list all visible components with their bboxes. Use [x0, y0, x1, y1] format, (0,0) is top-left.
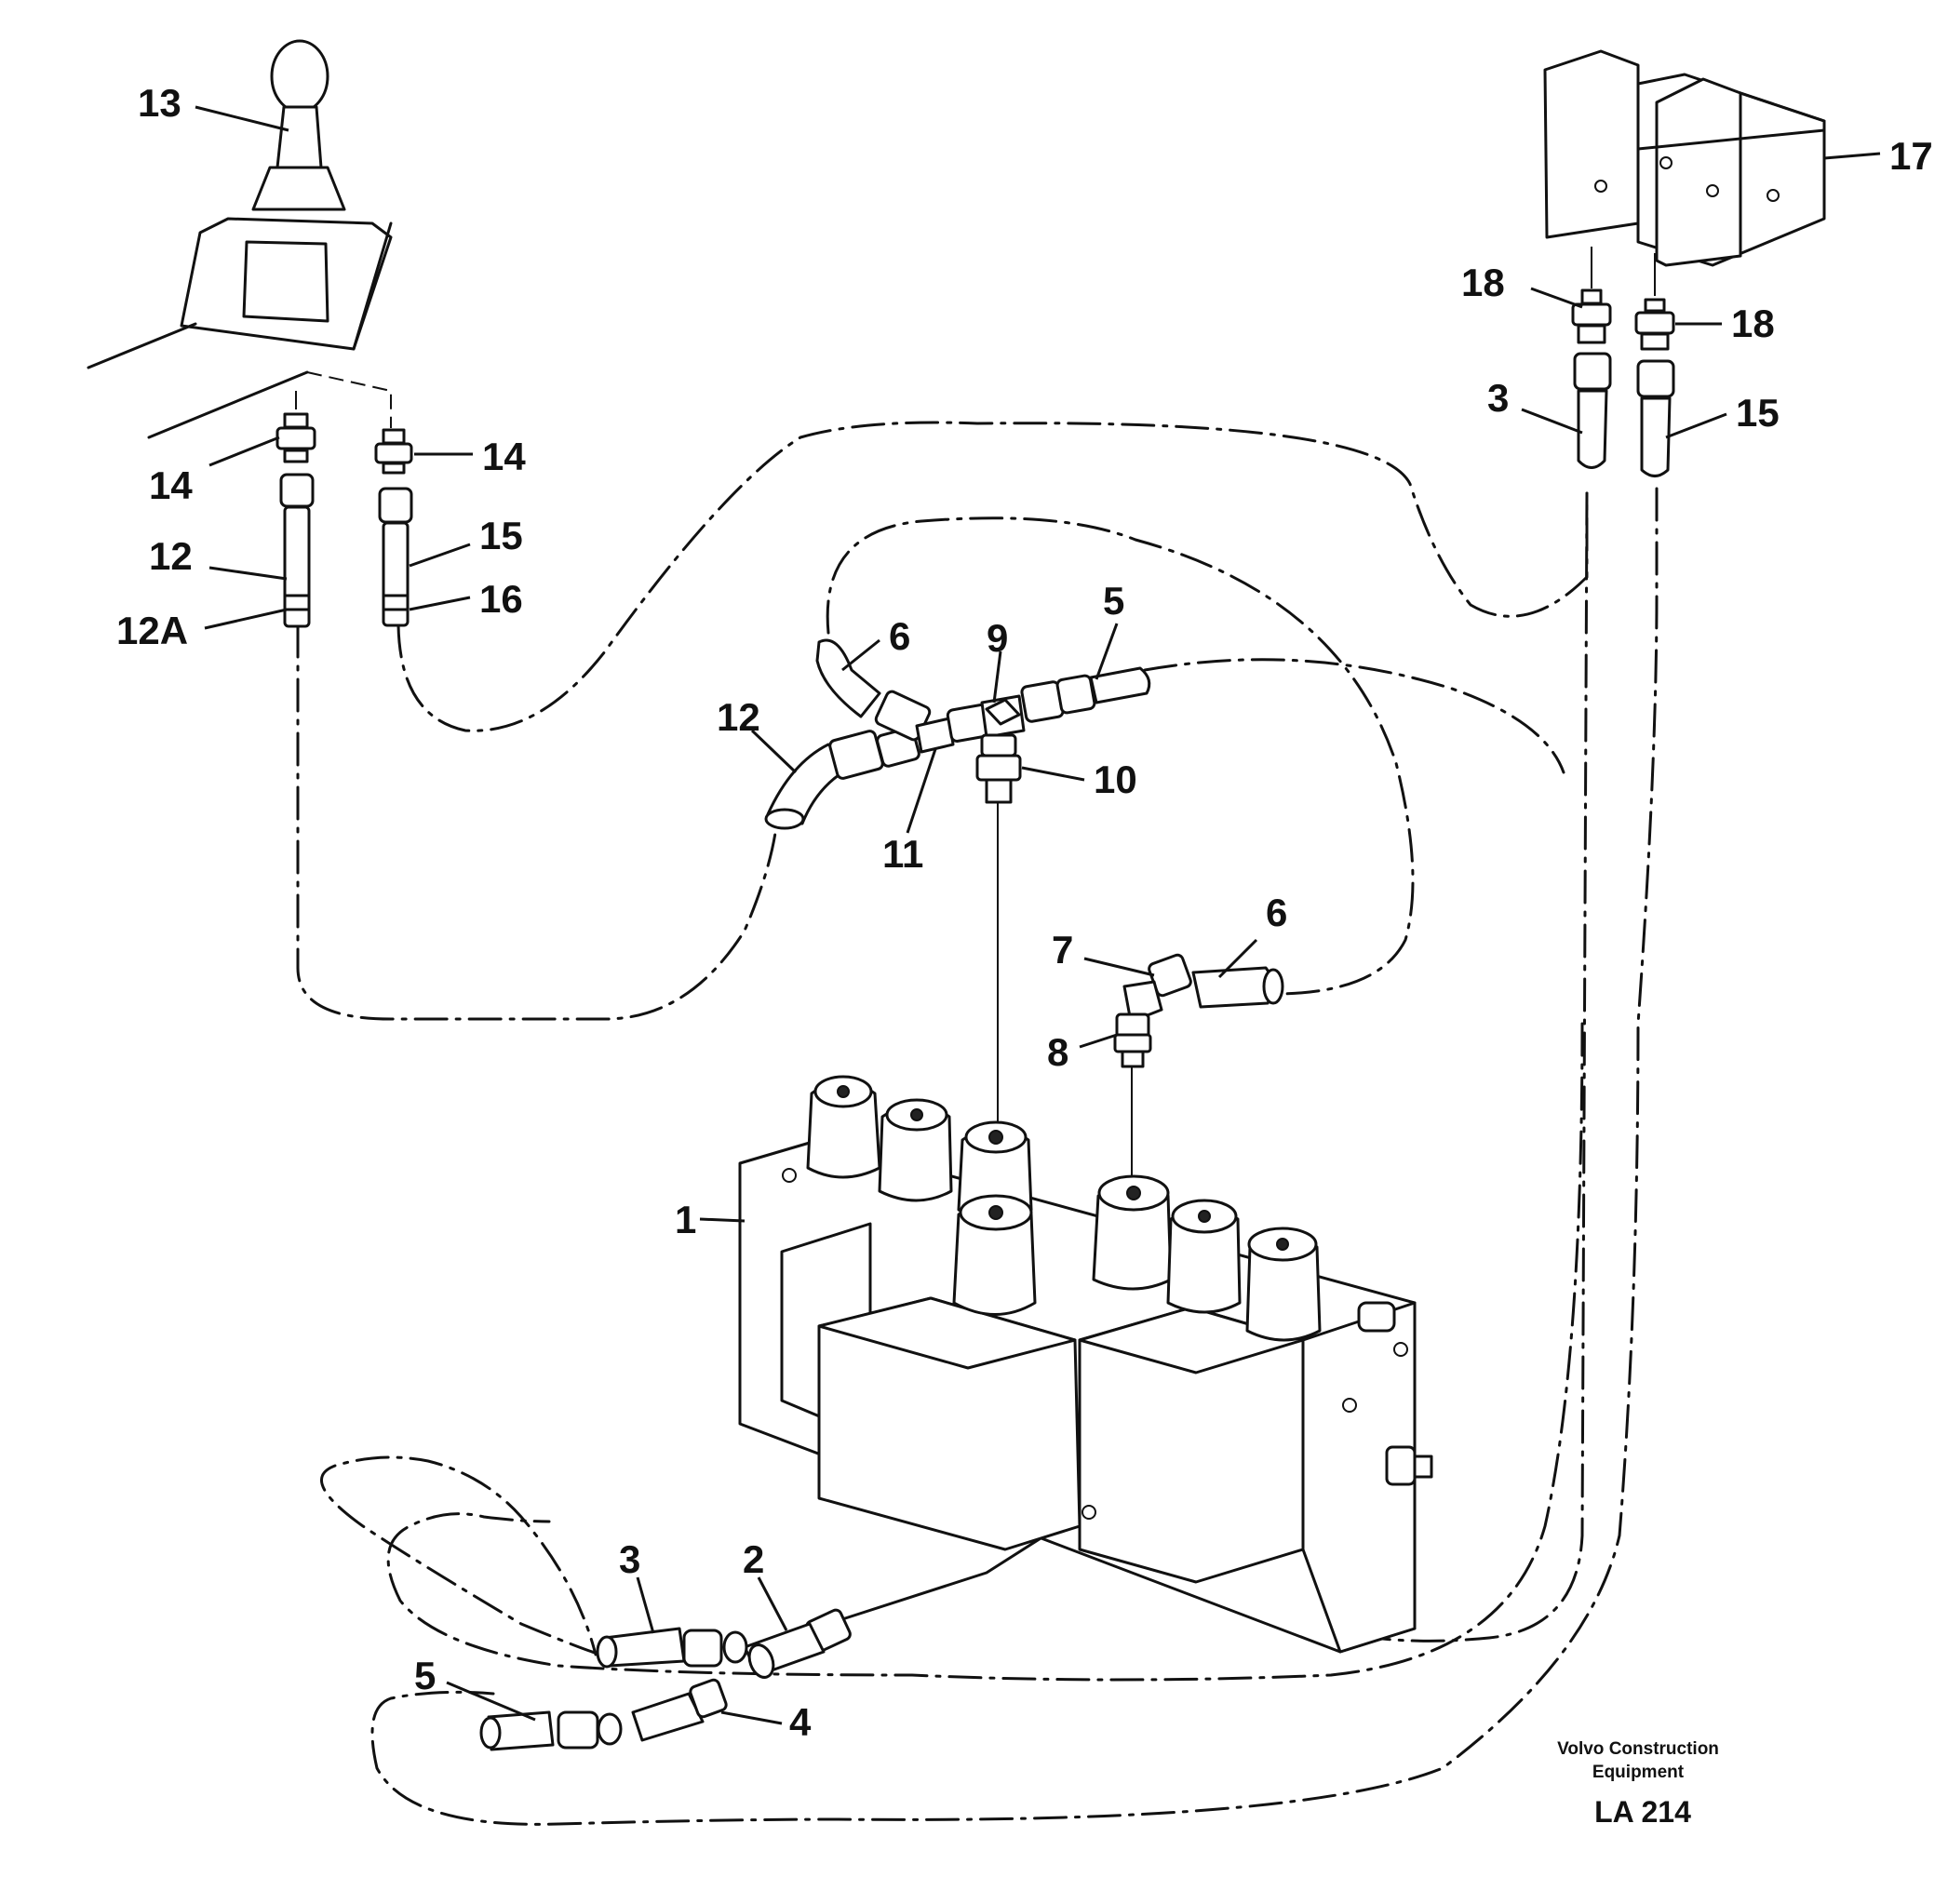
part-label-9: 9 — [987, 616, 1008, 660]
part-label-2: 2 — [743, 1537, 764, 1581]
part-label-12-center: 12 — [717, 695, 760, 739]
drawing-code: LA 214 — [1594, 1795, 1691, 1829]
part-label-7: 7 — [1052, 928, 1073, 972]
part-label-14-right: 14 — [482, 435, 526, 478]
hose-route-5-to-right — [1143, 658, 1565, 774]
fitting-18-left — [1571, 288, 1612, 344]
fitting-18-right — [1634, 298, 1675, 351]
hose-route-15-right-down — [370, 487, 1659, 1826]
solenoid-caps — [806, 1075, 1322, 1342]
hose-6-top — [815, 638, 932, 742]
hose-route-6-to-7 — [826, 516, 1415, 996]
solenoid-cap — [1245, 1227, 1322, 1342]
hose-end-15-right — [1636, 359, 1675, 477]
solenoid-cap — [952, 1194, 1037, 1316]
part-label-15-right: 15 — [1736, 391, 1780, 435]
part-label-13: 13 — [138, 81, 181, 125]
hose-route-16-to-outer-loop — [396, 421, 1589, 732]
part-label-3-right: 3 — [1487, 376, 1509, 420]
solenoid-cap — [1166, 1199, 1242, 1314]
solenoid-cap — [878, 1098, 953, 1202]
part-labels: 13 14 14 12 12A 15 16 6 9 5 12 10 11 7 6… — [116, 81, 1933, 1744]
hose-end-5-bottom — [479, 1710, 623, 1751]
hose-12-center — [764, 727, 920, 830]
part-label-12a: 12A — [116, 609, 188, 652]
part-label-16: 16 — [479, 577, 523, 621]
hose-route-12a-to-12 — [296, 623, 779, 1021]
part-label-18-right: 18 — [1731, 302, 1775, 345]
part-label-4: 4 — [789, 1700, 812, 1744]
hose-route-outer-left-loop — [319, 1455, 602, 1656]
fitting-4 — [631, 1678, 728, 1742]
elbow-7 — [1122, 953, 1192, 1024]
caption-line-1: Volvo Construction — [1557, 1739, 1719, 1759]
fitting-8 — [1113, 1012, 1152, 1068]
hose-end-15-left — [378, 487, 413, 627]
part-label-1: 1 — [675, 1198, 696, 1241]
tee-fitting-9 — [946, 694, 1026, 743]
line-lever-to-14b — [306, 371, 392, 428]
part-label-8: 8 — [1047, 1030, 1068, 1074]
part-label-6-bottom: 6 — [1266, 891, 1287, 934]
part-label-6-top: 6 — [889, 614, 910, 658]
caption-line-2: Equipment — [1592, 1763, 1685, 1782]
hose-5-top — [1020, 666, 1151, 723]
part-label-15-left: 15 — [479, 514, 523, 557]
part-label-5-bottom: 5 — [414, 1654, 436, 1697]
caption: Volvo Construction Equipment LA 214 — [1557, 1739, 1719, 1829]
leader-lines — [195, 105, 1881, 1725]
part-label-17: 17 — [1889, 134, 1933, 178]
hose-6-bottom — [1191, 966, 1284, 1009]
solenoid-cap — [957, 1120, 1033, 1221]
hose-end-3-right — [1573, 352, 1612, 469]
part-label-14-left: 14 — [149, 463, 193, 507]
valve-block-1 — [738, 1138, 1433, 1654]
hose-routes — [296, 421, 1659, 1826]
fitting-2 — [743, 1608, 852, 1679]
solenoid-cap — [1092, 1174, 1173, 1291]
part-label-11: 11 — [882, 832, 923, 876]
fitting-14-left — [275, 412, 316, 463]
fitting-11-tube — [915, 717, 955, 754]
hose-end-12 — [279, 473, 315, 628]
component-block-17 — [1543, 49, 1826, 267]
part-label-10: 10 — [1094, 758, 1137, 801]
joystick-lever-13 — [87, 39, 393, 439]
hose-end-3-bottom — [596, 1627, 748, 1669]
part-label-3-bottom: 3 — [619, 1537, 640, 1581]
fitting-10 — [975, 733, 1022, 804]
part-label-12-left: 12 — [149, 534, 193, 578]
part-label-18-left: 18 — [1461, 261, 1505, 304]
fitting-14-right — [374, 428, 413, 475]
hose-route-3-left-loop — [386, 1022, 1584, 1682]
solenoid-cap — [806, 1075, 881, 1179]
part-label-5-top: 5 — [1103, 579, 1124, 623]
